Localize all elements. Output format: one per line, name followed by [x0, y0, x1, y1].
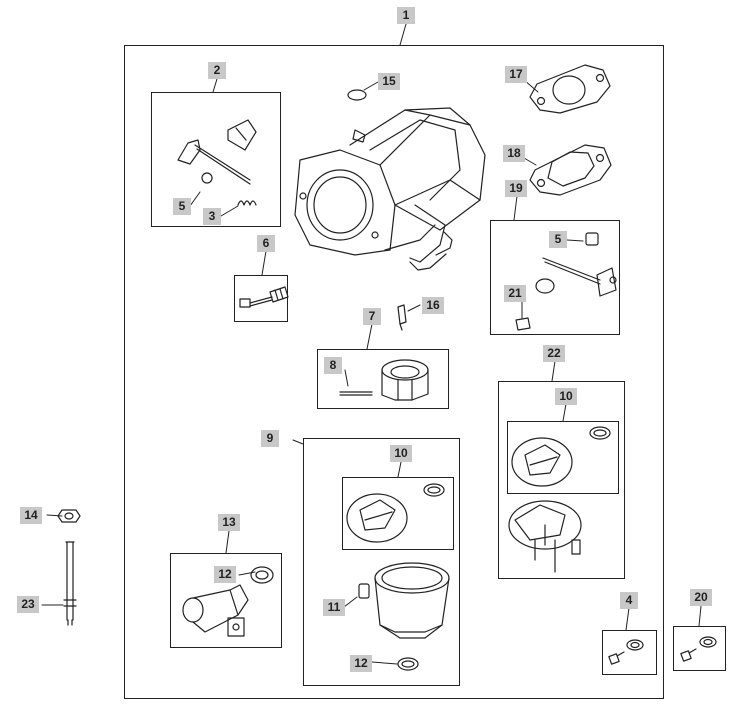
screw-kit-20 [680, 636, 717, 662]
callout-20: 20 [690, 589, 712, 606]
callout-18: 18 [503, 145, 525, 162]
needle-16 [397, 304, 407, 331]
callout-15: 15 [378, 73, 400, 90]
nut-14 [57, 509, 81, 523]
callout-6: 6 [257, 235, 275, 252]
box-bowl-kit-9 [303, 438, 460, 686]
callout-4: 4 [620, 592, 638, 609]
box-throttle-shaft-kit [151, 92, 281, 227]
plug-15 [347, 89, 367, 101]
callout-1: 1 [397, 7, 415, 24]
callout-9: 9 [261, 430, 279, 447]
callout-19: 19 [505, 180, 527, 197]
leader-lines [41, 23, 702, 665]
gasket-17 [529, 64, 611, 114]
bowl-plate-22 [508, 500, 582, 573]
callout-2: 2 [208, 62, 226, 79]
stud-23 [63, 541, 77, 626]
assembly-frame [124, 45, 664, 699]
float-kit [339, 359, 429, 401]
callout-23: 23 [17, 596, 39, 613]
callout-21: 21 [504, 285, 526, 302]
box-float-kit [317, 349, 449, 409]
solenoid-13 [182, 566, 274, 637]
box-screw-20 [673, 626, 726, 671]
callout-12b: 12 [350, 655, 372, 672]
carburetor-body [294, 107, 486, 271]
box-bowl-kit-22 [498, 381, 625, 579]
gasket-set-10a [346, 483, 445, 543]
callout-3: 3 [203, 208, 221, 225]
callout-8: 8 [324, 357, 342, 374]
callout-7: 7 [363, 308, 381, 325]
gasket-18 [529, 144, 612, 196]
throttle-shaft-kit [177, 119, 257, 206]
box-screw-4 [602, 630, 657, 675]
callout-16: 16 [422, 297, 444, 314]
callout-5b: 5 [549, 231, 567, 248]
box-idle-screw [234, 275, 288, 322]
callout-10a: 10 [390, 445, 412, 462]
callout-14: 14 [20, 507, 42, 524]
screw-kit-4 [608, 639, 644, 665]
callout-5a: 5 [173, 198, 191, 215]
callout-10b: 10 [555, 388, 577, 405]
gasket-set-10b [511, 426, 611, 487]
idle-screw [239, 286, 289, 308]
float-bowl-9 [358, 562, 450, 671]
box-gasket-kit-10b [507, 421, 619, 494]
callout-22: 22 [543, 345, 565, 362]
box-gasket-kit-10a [342, 477, 454, 550]
choke-shaft-kit [515, 232, 617, 331]
callout-11: 11 [323, 599, 345, 616]
box-choke-shaft-kit [490, 220, 620, 335]
callout-12a: 12 [214, 566, 236, 583]
callout-17: 17 [505, 66, 527, 83]
callout-13: 13 [218, 514, 240, 531]
